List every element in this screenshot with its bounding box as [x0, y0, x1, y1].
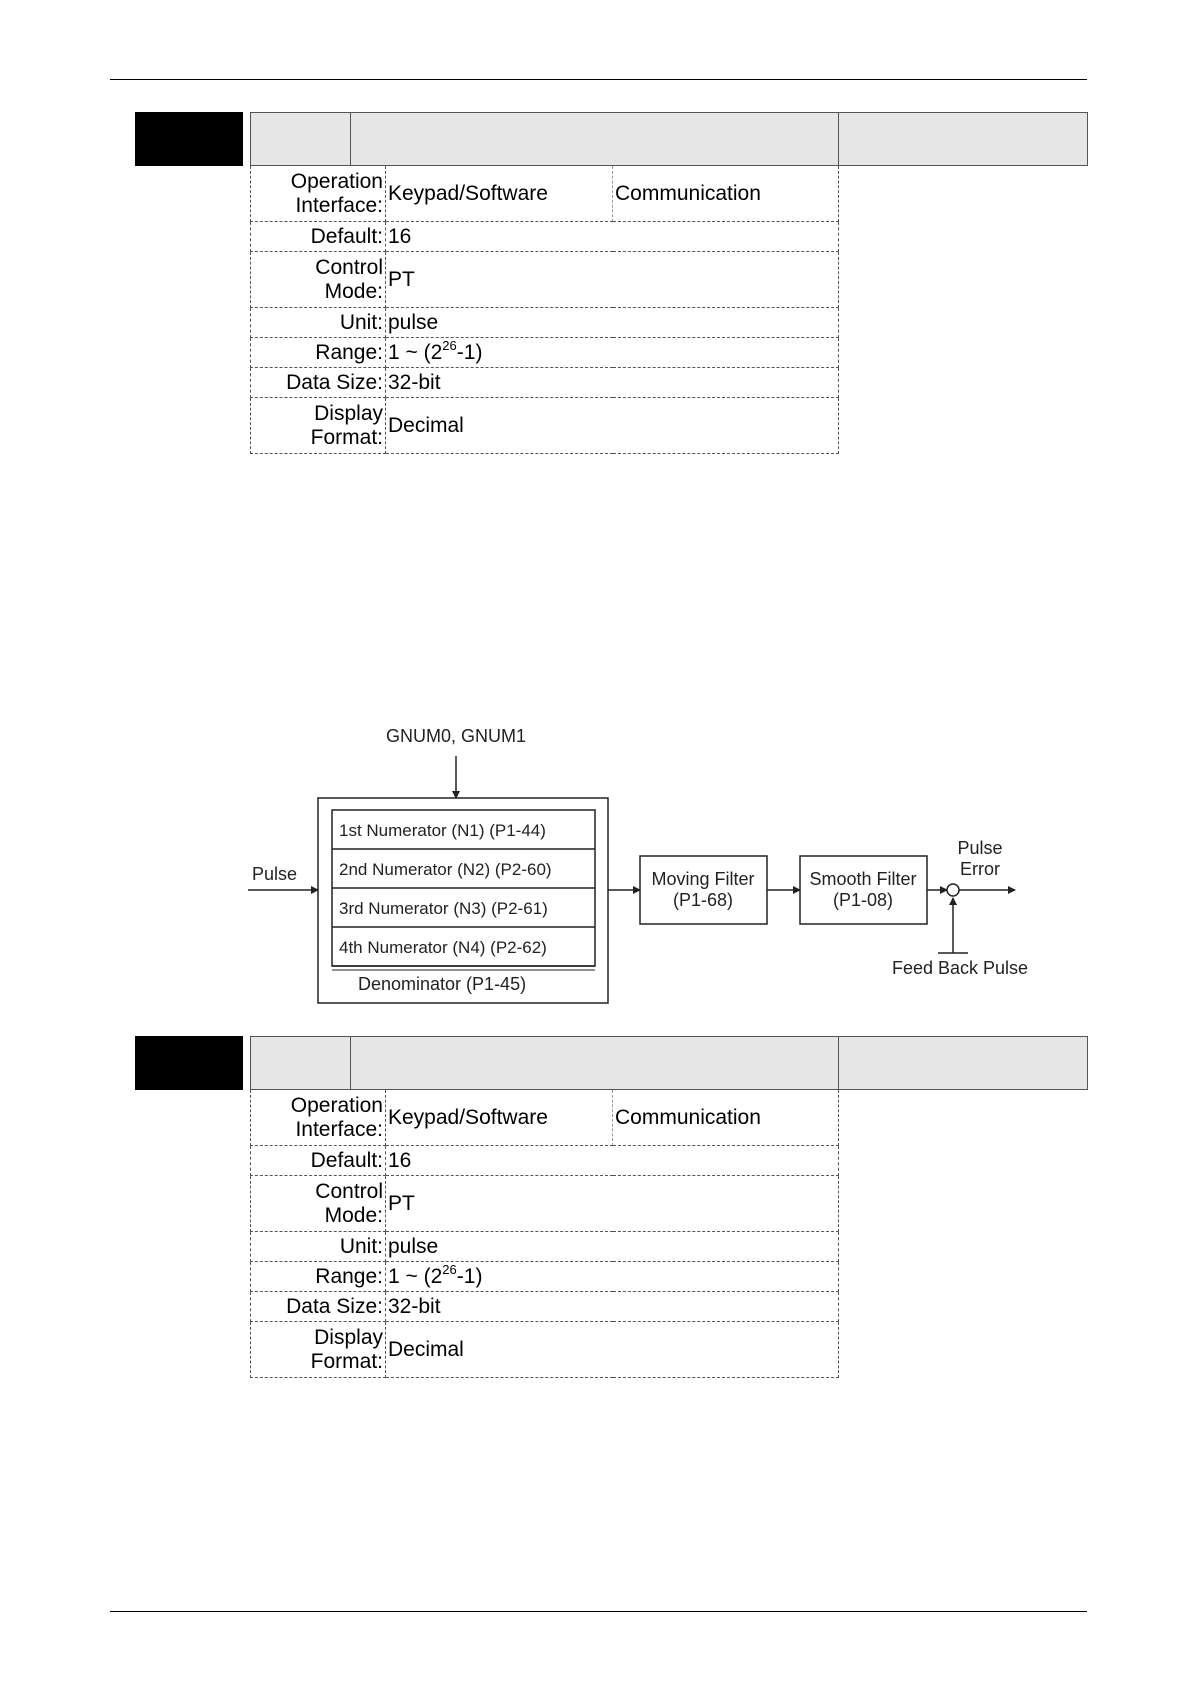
range-value: 1 ~ (226-1) — [385, 1261, 839, 1292]
diagram-svg: GNUM0, GNUM1 1st Numerator (N1) (P1-44) … — [248, 726, 1028, 1004]
smooth-filter-param: (P1-08) — [833, 890, 893, 910]
interface-communication-value: Communication — [612, 1090, 839, 1146]
unit-value: pulse — [385, 1231, 839, 1262]
parameter-number-tab — [135, 112, 243, 166]
pulse-input-label: Pulse — [252, 864, 297, 884]
summing-junction — [946, 883, 960, 897]
gnum-label: GNUM0, GNUM1 — [386, 726, 526, 746]
row-unit: Unit: pulse — [250, 1231, 839, 1262]
numerator-3-label: 3rd Numerator (N3) (P2-61) — [339, 899, 548, 918]
feedback-pulse-label: Feed Back Pulse — [892, 958, 1028, 978]
display-format-value: Decimal — [385, 397, 839, 454]
interface-keypad-value: Keypad/Software — [385, 166, 613, 222]
parameter-header-bar — [250, 112, 1088, 166]
data-size-value: 32-bit — [385, 1291, 839, 1322]
header-rule — [110, 79, 1087, 80]
numerator-4-label: 4th Numerator (N4) (P2-62) — [339, 938, 547, 957]
parameter-number-tab — [135, 1036, 243, 1090]
data-size-label: Data Size: — [250, 367, 386, 398]
gear-ratio-box — [317, 797, 609, 1004]
row-range: Range: 1 ~ (226-1) — [250, 1261, 839, 1292]
range-value: 1 ~ (226-1) — [385, 337, 839, 368]
row-default: Default: 16 — [250, 1145, 839, 1176]
default-value: 16 — [385, 1145, 839, 1176]
numerator-1-label: 1st Numerator (N1) (P1-44) — [339, 821, 546, 840]
footer-rule — [110, 1611, 1087, 1612]
range-label: Range: — [250, 337, 386, 368]
control-mode-label: Control Mode: — [250, 251, 386, 308]
parameter-spec-table: Operation Interface: Keypad/Software Com… — [250, 1090, 839, 1378]
row-display-format: Display Format: Decimal — [250, 397, 839, 454]
row-range: Range: 1 ~ (226-1) — [250, 337, 839, 368]
row-operation-interface: Operation Interface: Keypad/Software Com… — [250, 166, 839, 222]
denominator-label: Denominator (P1-45) — [358, 974, 526, 994]
display-format-label: Display Format: — [250, 397, 386, 454]
range-label: Range: — [250, 1261, 386, 1292]
row-data-size: Data Size: 32-bit — [250, 1291, 839, 1322]
control-mode-value: PT — [385, 1175, 839, 1232]
row-unit: Unit: pulse — [250, 307, 839, 338]
row-data-size: Data Size: 32-bit — [250, 367, 839, 398]
parameter-header-bar — [250, 1036, 1088, 1090]
pulse-error-label-1: Pulse — [957, 838, 1002, 858]
unit-value: pulse — [385, 307, 839, 338]
operation-interface-label: Operation Interface: — [250, 1090, 386, 1146]
default-label: Default: — [250, 1145, 386, 1176]
smooth-filter-label: Smooth Filter — [809, 869, 916, 889]
interface-communication-value: Communication — [612, 166, 839, 222]
row-display-format: Display Format: Decimal — [250, 1321, 839, 1378]
control-mode-label: Control Mode: — [250, 1175, 386, 1232]
numerator-2-label: 2nd Numerator (N2) (P2-60) — [339, 860, 552, 879]
interface-keypad-value: Keypad/Software — [385, 1090, 613, 1146]
display-format-value: Decimal — [385, 1321, 839, 1378]
data-size-label: Data Size: — [250, 1291, 386, 1322]
control-mode-value: PT — [385, 251, 839, 308]
row-control-mode: Control Mode: PT — [250, 251, 839, 308]
display-format-label: Display Format: — [250, 1321, 386, 1378]
row-control-mode: Control Mode: PT — [250, 1175, 839, 1232]
moving-filter-label: Moving Filter — [651, 869, 754, 889]
unit-label: Unit: — [250, 307, 386, 338]
e-gear-block-diagram: GNUM0, GNUM1 1st Numerator (N1) (P1-44) … — [240, 718, 1060, 1008]
parameter-spec-table: Operation Interface: Keypad/Software Com… — [250, 166, 839, 454]
operation-interface-label: Operation Interface: — [250, 166, 386, 222]
moving-filter-param: (P1-68) — [673, 890, 733, 910]
unit-label: Unit: — [250, 1231, 386, 1262]
default-label: Default: — [250, 221, 386, 252]
default-value: 16 — [385, 221, 839, 252]
data-size-value: 32-bit — [385, 367, 839, 398]
pulse-error-label-2: Error — [960, 859, 1000, 879]
row-default: Default: 16 — [250, 221, 839, 252]
row-operation-interface: Operation Interface: Keypad/Software Com… — [250, 1090, 839, 1146]
